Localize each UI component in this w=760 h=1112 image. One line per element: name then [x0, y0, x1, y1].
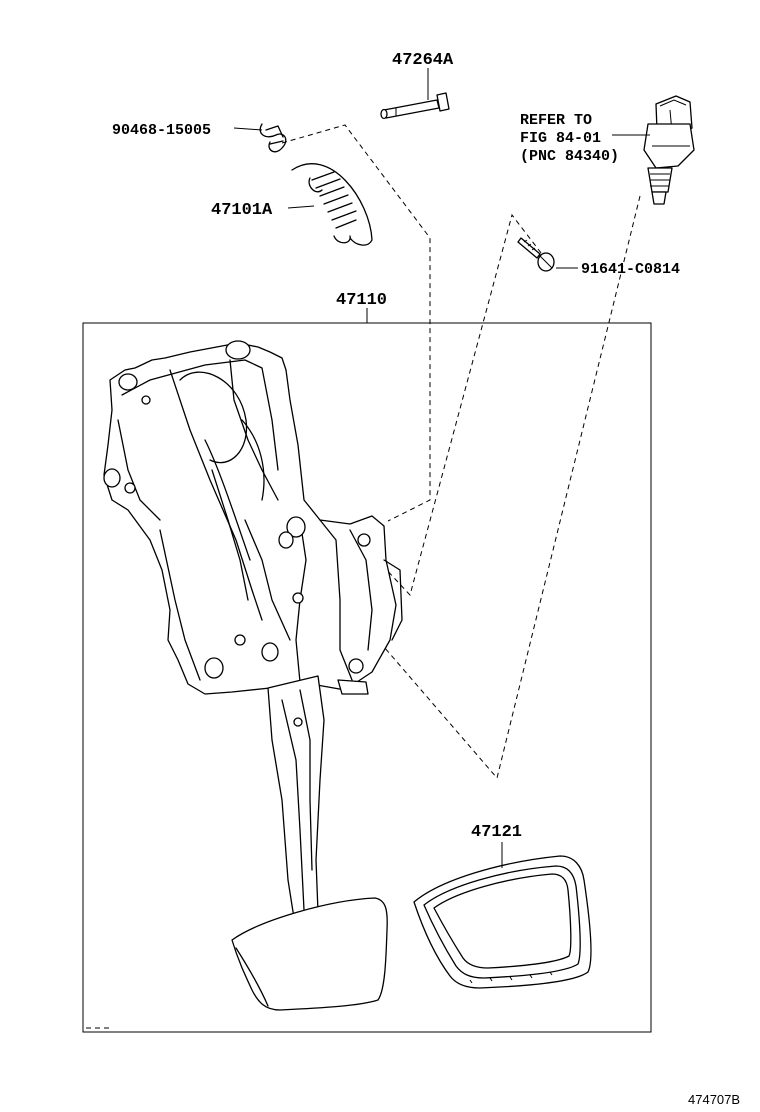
- label-pnc-84340: (PNC 84340): [520, 148, 619, 165]
- stop-lamp-switch-part: [643, 95, 695, 205]
- bolt-part: [517, 237, 555, 272]
- pedal-support-bracket: [103, 340, 403, 695]
- label-90468-15005: 90468-15005: [112, 122, 211, 139]
- pedal-foot-plate: [231, 897, 388, 1011]
- pin-part: [380, 92, 450, 120]
- spring-part: [291, 163, 373, 246]
- label-fig-84-01: FIG 84-01: [520, 130, 601, 147]
- label-91641-c0814: 91641-C0814: [581, 261, 680, 278]
- leader-lines: [233, 68, 650, 868]
- pedal-lever-arm: [267, 675, 325, 919]
- figure-id: 474707B: [688, 1092, 740, 1107]
- dashed-guide-lines: [86, 124, 641, 1029]
- label-47264a: 47264A: [392, 51, 454, 70]
- label-47110: 47110: [336, 291, 387, 310]
- label-47121: 47121: [471, 823, 522, 842]
- pedal-pad-part: [413, 855, 592, 989]
- clip-part: [259, 123, 287, 153]
- label-refer-to: REFER TO: [520, 112, 592, 129]
- label-47101a: 47101A: [211, 201, 273, 220]
